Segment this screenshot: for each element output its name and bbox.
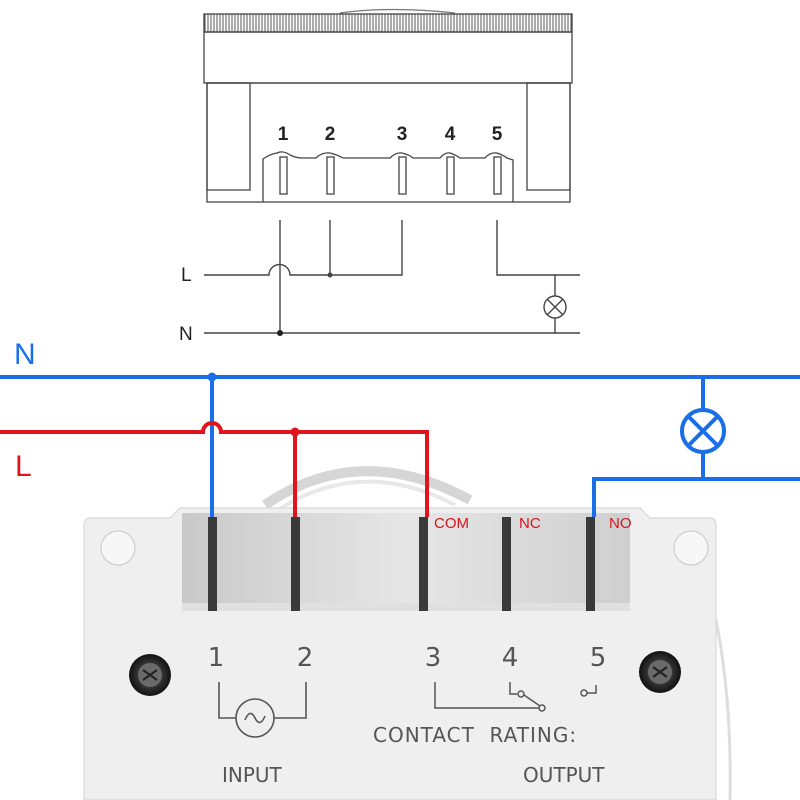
contact-label-nc: NC [519, 515, 541, 532]
printed-terminal-numbers: 1 2 3 4 5 [208, 643, 607, 673]
top-terminal-number: 2 [325, 124, 336, 145]
live-junction-dot [290, 427, 300, 437]
relay-contact-icon [434, 682, 597, 712]
top-live-wire [204, 220, 403, 276]
top-terminal-number: 4 [445, 124, 456, 145]
input-label: INPUT [222, 763, 283, 787]
mounting-hole [673, 530, 709, 566]
terminal-blade-3 [419, 517, 428, 611]
top-terminal-number: 1 [278, 124, 289, 145]
top-wire-terminal-5 [496, 220, 580, 276]
top-terminal-numbers: 1 2 3 4 5 [278, 124, 503, 145]
device-body [83, 507, 732, 800]
lamp-icon [680, 408, 726, 454]
top-neutral-label: N [179, 324, 193, 345]
mounting-hole [100, 530, 136, 566]
live-label: L [15, 450, 32, 483]
top-junction-dot [277, 330, 283, 336]
terminal-blade-5 [586, 517, 595, 611]
contact-labels: COM NC NO [434, 515, 632, 532]
top-terminal-slot-3 [398, 156, 407, 195]
top-live-label: L [181, 265, 192, 286]
printed-terminal-number: 4 [502, 643, 519, 673]
no-to-lamp-wire [592, 477, 800, 517]
neutral-junction-dot [207, 372, 217, 382]
top-terminal-slot-5 [493, 156, 502, 195]
top-device-outline [203, 8, 573, 203]
top-junction-dot [327, 272, 333, 278]
top-terminal-number: 3 [397, 124, 408, 145]
contact-label-no: NO [609, 515, 632, 532]
contact-rating-label: CONTACT RATING: [373, 723, 577, 747]
contact-label-com: COM [434, 515, 469, 532]
neutral-label: N [14, 338, 36, 371]
printed-terminal-number: 5 [590, 643, 607, 673]
top-lamp-icon [543, 295, 567, 319]
printed-terminal-number: 1 [208, 643, 225, 673]
top-terminal-slot-4 [446, 156, 455, 195]
terminal-recess [182, 513, 630, 611]
printed-terminal-number: 3 [425, 643, 442, 673]
live-wiring [0, 421, 429, 517]
screw-icon [129, 654, 171, 696]
top-terminal-number: 5 [492, 124, 503, 145]
top-terminal-slot-2 [326, 156, 335, 195]
output-label: OUTPUT [523, 763, 605, 787]
printed-terminal-number: 2 [297, 643, 314, 673]
top-terminal-slot-1 [279, 156, 288, 195]
ac-source-icon [218, 682, 307, 738]
dial-arc [262, 466, 473, 510]
terminal-blade-4 [502, 517, 511, 611]
screw-icon [639, 651, 681, 693]
top-schematic-wires [204, 220, 580, 334]
live-bus-wire [0, 421, 429, 517]
terminal-blade-2 [291, 517, 300, 611]
neutral-wiring [0, 375, 800, 517]
dial-knurl [203, 13, 573, 33]
terminal-blade-1 [208, 517, 217, 611]
